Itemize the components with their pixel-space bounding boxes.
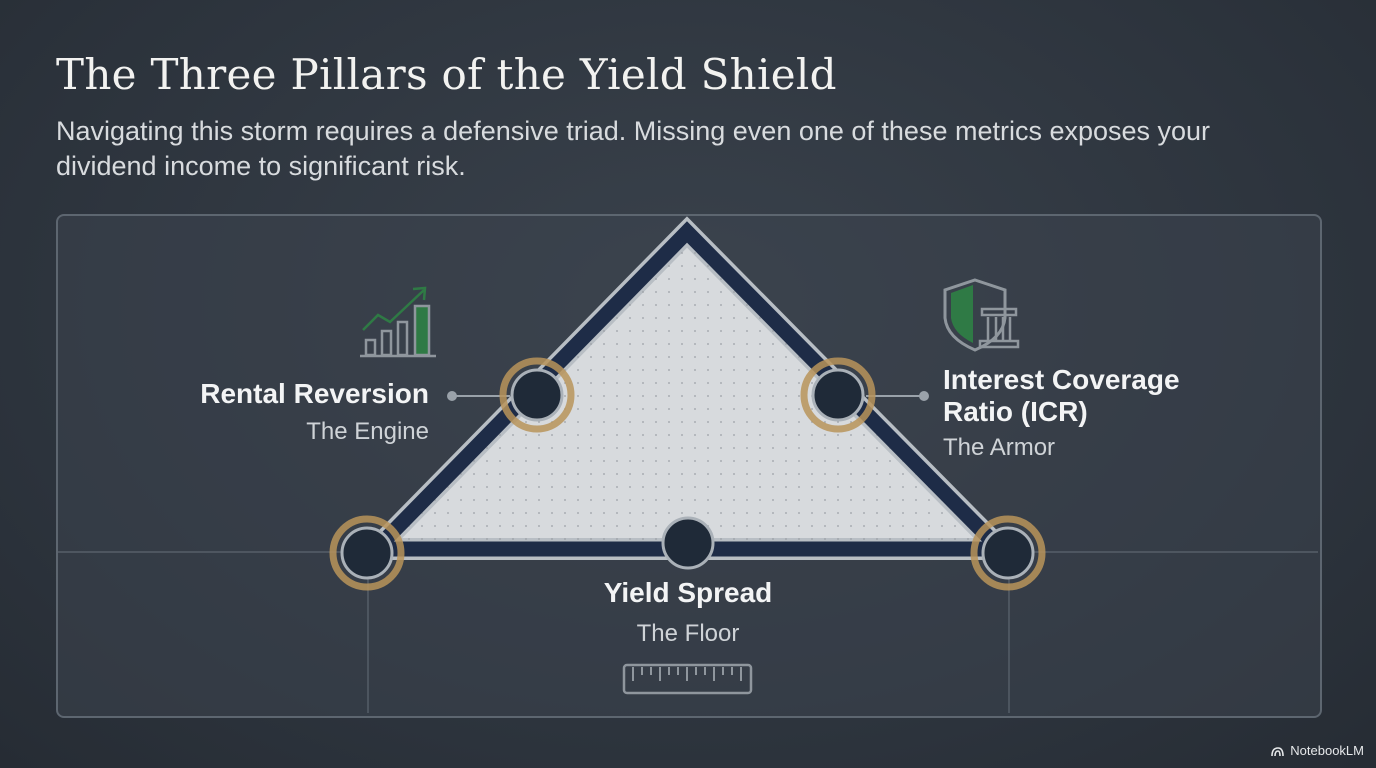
brand-label: NotebookLM (1290, 743, 1364, 758)
pillar-icr-name-line1: Interest Coverage (943, 364, 1180, 395)
node-yield-spread (661, 516, 715, 570)
pillar-icr-role: The Armor (943, 434, 1056, 461)
node-rental-reversion (499, 357, 575, 433)
ruler-icon (622, 663, 753, 695)
page-subtitle: Navigating this storm requires a defensi… (56, 116, 1211, 181)
triangle (349, 216, 1027, 560)
node-bottom-right (970, 515, 1046, 591)
pillar-yield-spread-name: Yield Spread (603, 577, 773, 608)
notebooklm-logo-icon (1271, 746, 1285, 756)
page-title: The Three Pillars of the Yield Shield (56, 50, 837, 99)
pillar-yield-spread-role: The Floor (636, 620, 740, 647)
pillar-rental-reversion-name: Rental Reversion (200, 378, 429, 409)
shield-pillar-icon (943, 278, 1020, 352)
vertex-nodes (329, 357, 1046, 591)
notebooklm-watermark: NotebookLM (1270, 743, 1364, 758)
node-icr (800, 357, 876, 433)
growth-chart-icon (360, 286, 436, 358)
pillar-rental-reversion-role: The Engine (306, 418, 429, 445)
node-bottom-left (329, 515, 405, 591)
pillar-icr-name-line2: Ratio (ICR) (943, 396, 1088, 427)
